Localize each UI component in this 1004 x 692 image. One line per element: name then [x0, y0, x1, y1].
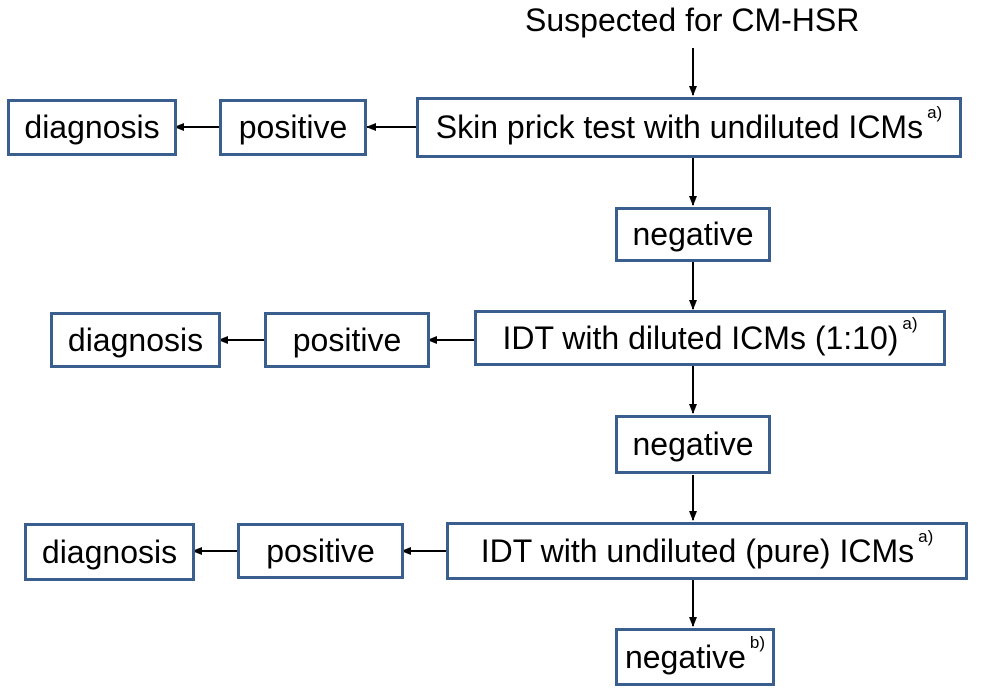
idt-diluted-box: IDT with diluted ICMs (1:10)a)	[474, 310, 946, 366]
diagnosis-label-3: diagnosis	[41, 533, 178, 570]
negative-label-3: negative	[624, 638, 746, 675]
start-label: Suspected for CM-HSR	[525, 2, 859, 39]
diagnosis-label-2: diagnosis	[67, 321, 204, 358]
positive-box-1: positive	[219, 99, 367, 156]
diagnosis-label-1: diagnosis	[24, 109, 160, 145]
positive-label-2: positive	[292, 321, 402, 358]
idt-diluted-text: IDT with diluted ICMs (1:10)	[502, 319, 899, 356]
diagnosis-box-2: diagnosis	[50, 312, 221, 368]
diagnosis-box-3: diagnosis	[24, 523, 195, 581]
negative-label-2: negative	[632, 426, 754, 462]
idt-diluted-label: IDT with diluted ICMs (1:10)a)	[502, 314, 917, 357]
negative-label-1: negative	[632, 216, 754, 252]
start-text: Suspected for CM-HSR	[525, 2, 860, 38]
negative-box-2: negative	[615, 415, 771, 474]
idt-undiluted-text: IDT with undiluted (pure) ICMs	[480, 532, 915, 569]
negative-box-1: negative	[615, 207, 771, 262]
positive-box-2: positive	[264, 312, 430, 368]
positive-box-3: positive	[237, 523, 404, 579]
note-a-2: a)	[902, 313, 918, 333]
note-b: b)	[749, 632, 766, 652]
positive-label-1: positive	[238, 109, 348, 145]
note-a-3: a)	[918, 526, 934, 546]
positive-label-3: positive	[266, 532, 375, 569]
diagnosis-box-1: diagnosis	[7, 99, 177, 156]
note-a-1: a)	[927, 103, 943, 122]
skin-prick-test-text: Skin prick test with undiluted ICMs	[435, 109, 924, 145]
